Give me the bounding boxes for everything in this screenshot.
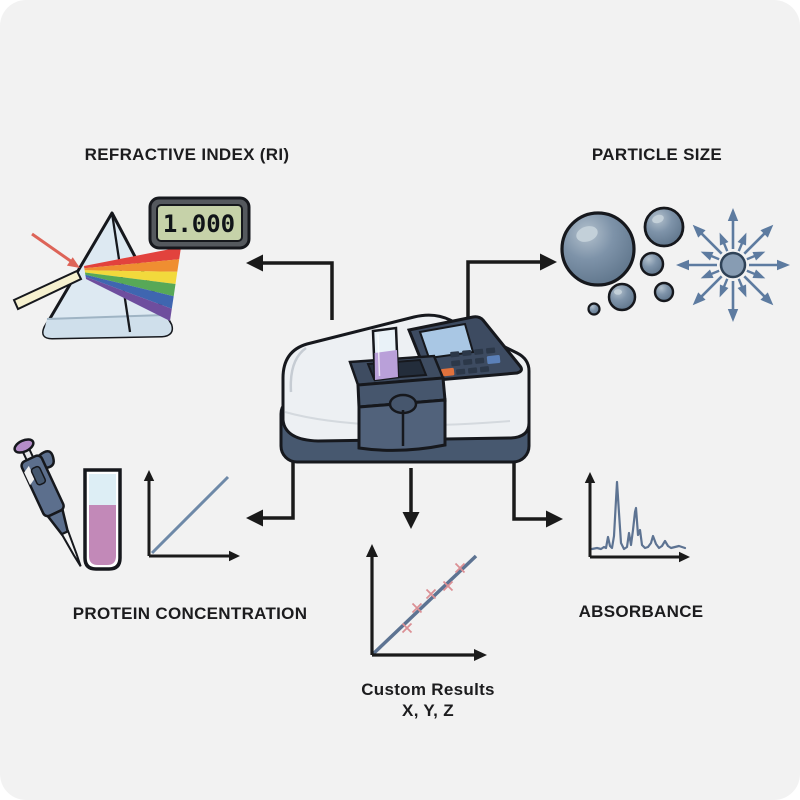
calibration-line-icon — [366, 544, 487, 661]
cuvette-liquid — [374, 350, 398, 380]
device-screen — [418, 322, 475, 360]
lcd-display-icon: 1.000 — [148, 196, 251, 250]
arrow-to-refractive-index — [246, 254, 334, 320]
lcd-value: 1.000 — [163, 210, 235, 238]
orange-button — [440, 367, 455, 377]
micropipette-icon — [13, 438, 82, 567]
custom-results-label: Custom Results X, Y, Z — [361, 679, 495, 721]
refractive-index-label: REFRACTIVE INDEX (RI) — [84, 145, 290, 164]
absorbance-label: ABSORBANCE — [578, 602, 704, 621]
tube-headspace — [89, 474, 116, 507]
protein-concentration-label: PROTEIN CONCENTRATION — [72, 604, 308, 623]
device-control-panel — [406, 315, 523, 382]
custom-results-line2: X, Y, Z — [402, 701, 454, 720]
spectrophotometer-icon — [279, 313, 531, 464]
particle-spheres-icon — [560, 206, 685, 316]
blue-button — [486, 355, 501, 365]
tube-liquid — [89, 505, 116, 565]
rainbow-spectrum — [84, 247, 181, 321]
arrow-to-particle-size — [466, 253, 557, 318]
calibration-points — [401, 562, 466, 634]
arrow-to-custom-results — [402, 468, 420, 529]
custom-results-line1: Custom Results — [361, 680, 495, 699]
arrow-to-protein-concentration — [246, 447, 295, 527]
light-beam — [12, 269, 83, 311]
beam-annotation-arrow — [31, 232, 80, 268]
connector-arrows — [246, 253, 563, 529]
sample-tube-icon — [83, 468, 122, 571]
absorbance-spectrum-icon — [584, 472, 690, 563]
particle-size-label: PARTICLE SIZE — [591, 145, 723, 164]
standard-curve-icon — [143, 470, 240, 562]
device-body-highlight — [289, 346, 307, 393]
light-scattering-icon — [674, 206, 792, 324]
cuvette-icon — [371, 326, 400, 382]
scattering-particle — [719, 251, 747, 279]
device-keypad — [440, 347, 501, 377]
prism-dispersion-icon — [12, 211, 181, 340]
arrow-to-absorbance — [512, 455, 563, 528]
